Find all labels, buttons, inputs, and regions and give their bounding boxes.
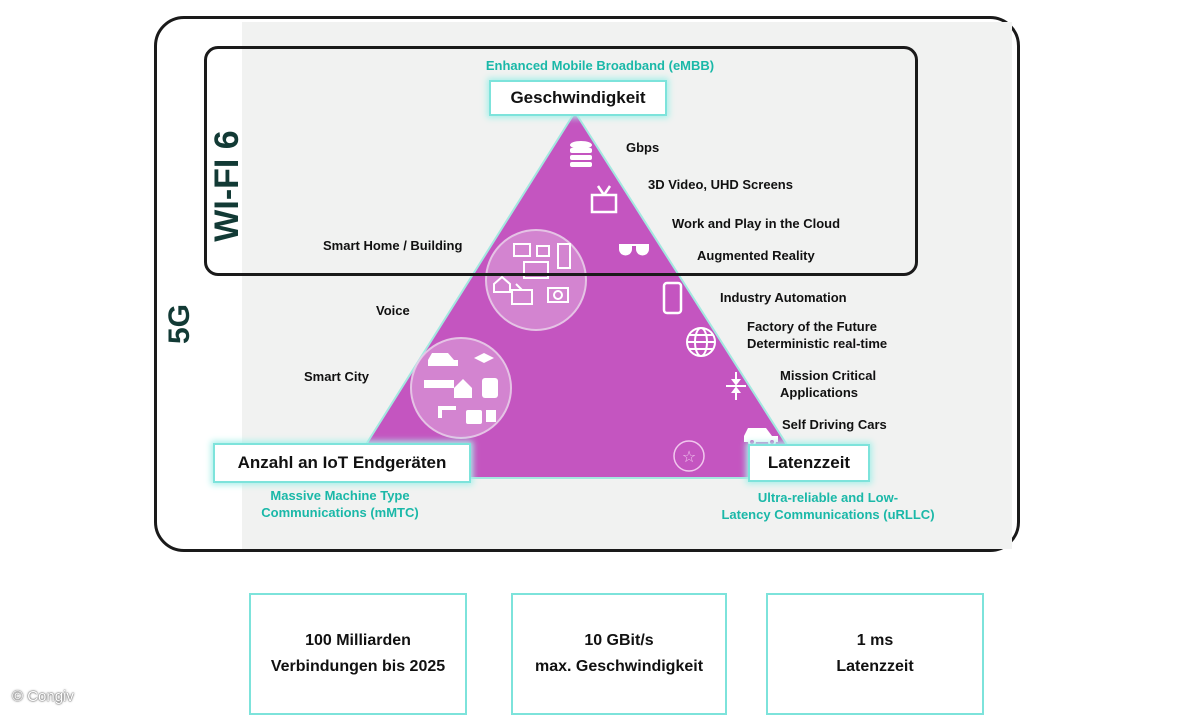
label-industry-automation: Industry Automation: [720, 290, 847, 305]
copyright-notice: © Congiv: [12, 688, 74, 705]
label-smart-home: Smart Home / Building: [323, 238, 463, 253]
stat-speed: 10 GBit/s max. Geschwindigkeit: [511, 593, 727, 715]
urllc-caption-line1: Ultra-reliable and Low-: [757, 490, 899, 505]
speed-box: Geschwindigkeit: [489, 80, 667, 116]
converge-arrows-icon: [726, 372, 746, 400]
stat-connections-value: 100 Milliarden: [305, 632, 411, 649]
label-gbps: Gbps: [626, 140, 660, 155]
smart-city-icons: [424, 353, 498, 424]
wifi6-frame: [204, 46, 918, 276]
label-mission-critical: Mission Critical: [780, 368, 877, 383]
stat-connections: 100 Milliarden Verbindungen bis 2025: [249, 593, 467, 715]
label-factory-future: Factory of the Future: [747, 319, 878, 334]
label-deterministic: Deterministic real-time: [747, 336, 888, 351]
stat-connections-desc: Verbindungen bis 2025: [270, 658, 446, 675]
iot-devices-box: Anzahl an IoT Endgeräten: [213, 443, 471, 483]
wifi6-label: WI-FI 6: [208, 130, 246, 242]
stat-speed-desc: max. Geschwindigkeit: [534, 658, 704, 675]
label-voice: Voice: [376, 303, 410, 318]
star-badge: [673, 440, 705, 472]
stat-speed-value: 10 GBit/s: [584, 632, 654, 649]
label-3d-video: 3D Video, UHD Screens: [648, 177, 793, 192]
globe-icon: [686, 327, 716, 357]
label-self-driving: Self Driving Cars: [782, 417, 887, 432]
5g-label: 5G: [163, 303, 196, 345]
label-augmented-reality: Augmented Reality: [697, 248, 815, 263]
label-smart-city: Smart City: [304, 369, 370, 384]
smart-home-icons: [493, 243, 571, 305]
tv-icon: [590, 185, 618, 214]
label-cloud: Work and Play in the Cloud: [672, 216, 841, 231]
database-icon: [570, 141, 592, 167]
stat-latency-desc: Latenzzeit: [836, 658, 914, 675]
car-icon: [744, 428, 778, 446]
star-icon: ☆: [682, 447, 696, 466]
mmtc-caption-line2: Communications (mMTC): [261, 505, 419, 520]
urllc-caption-line2: Latency Communications (uRLLC): [721, 507, 935, 522]
label-applications: Applications: [780, 385, 859, 400]
smartphone-icon: [662, 281, 683, 315]
glasses-icon: [619, 244, 649, 256]
mmtc-caption: Massive Machine Type Communications (mMT…: [222, 487, 458, 521]
urllc-caption: Ultra-reliable and Low- Latency Communic…: [690, 489, 966, 523]
latency-box: Latenzzeit: [748, 444, 870, 482]
embb-caption: Enhanced Mobile Broadband (eMBB): [485, 58, 715, 73]
mmtc-caption-line1: Massive Machine Type: [270, 488, 410, 503]
stat-latency-value: 1 ms: [856, 632, 894, 649]
stat-latency: 1 ms Latenzzeit: [766, 593, 984, 715]
